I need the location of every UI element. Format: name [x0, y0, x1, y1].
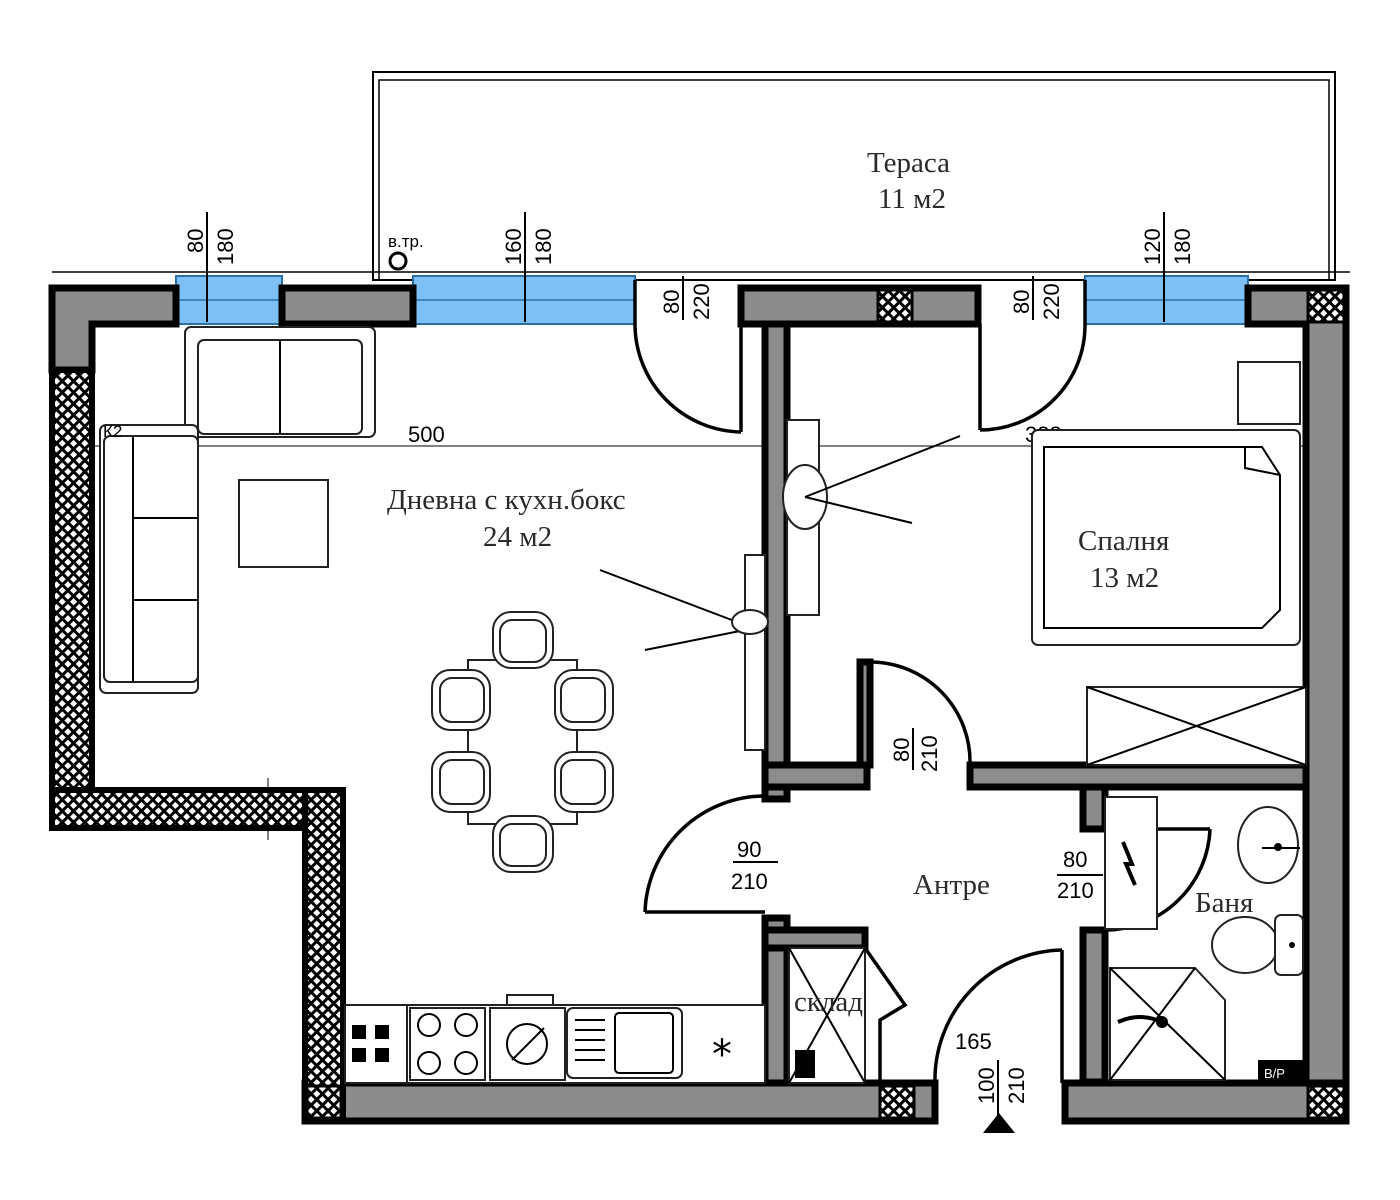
kitchen: * [344, 994, 766, 1084]
sink-icon [566, 1007, 683, 1079]
walls [48, 284, 1350, 1125]
hall-depth-dim: 165 [955, 1029, 992, 1054]
terrace [52, 71, 1350, 281]
terrace-area: 11 м2 [878, 183, 946, 215]
hatched-block-2 [1306, 288, 1346, 324]
door-entrance-height: 210 [1004, 1067, 1029, 1104]
wall-bath-left-bottom [1079, 926, 1109, 1086]
hatched-block-5 [305, 1084, 343, 1120]
door-bath-width: 80 [1063, 847, 1087, 872]
bedroom-door-swing [869, 660, 972, 766]
wall-storage-top [761, 926, 869, 952]
wall-top-left [48, 284, 180, 374]
wall-bottom-right [1061, 1079, 1350, 1125]
door-balcony2-height: 220 [1039, 283, 1064, 320]
storage [788, 947, 866, 1084]
vr-label: В/Р [1264, 1066, 1285, 1081]
wall-top-pier [278, 284, 417, 328]
bedroom-area: 13 м2 [1090, 562, 1159, 594]
nightstand [1237, 361, 1301, 425]
door-bath-height: 210 [1057, 878, 1094, 903]
win3-width: 120 [1140, 228, 1165, 265]
vent-icon [388, 251, 408, 271]
living-area: 24 м2 [483, 521, 552, 553]
door-bedroom-width: 80 [889, 738, 914, 762]
hatched-step-side [302, 787, 346, 1123]
door-balcony1-width: 80 [659, 290, 684, 314]
win1-height: 180 [213, 228, 238, 265]
door-balcony2-width: 80 [1009, 290, 1034, 314]
vtr-label: в.тр. [388, 232, 424, 251]
bath-name: Баня [1195, 887, 1253, 919]
wall-bath-left-top [1079, 783, 1109, 833]
wall-bottom-left [301, 1079, 939, 1125]
win2-height: 180 [531, 228, 556, 265]
entrance-arrow-icon [983, 1113, 1015, 1133]
hatched-block-3 [878, 1084, 916, 1120]
door-living-height: 210 [731, 869, 768, 894]
living-name: Дневна с кухн.бокс [387, 484, 626, 516]
k2-label: К2 [103, 422, 122, 441]
door-bedroom-height: 210 [917, 735, 942, 772]
bedroom-name: Спалня [1078, 525, 1169, 557]
insulated-walls [49, 288, 1346, 1123]
living-width-dim: 500 [408, 422, 445, 447]
win3-height: 180 [1170, 228, 1195, 265]
hatched-block-1 [876, 288, 914, 324]
bedroom-furniture [782, 361, 1307, 766]
toilet-icon [1211, 916, 1279, 974]
door-living-width: 90 [737, 837, 761, 862]
hatched-left-wall [49, 367, 95, 831]
win1-width: 80 [183, 229, 208, 253]
fridge-icon: * [712, 1032, 732, 1078]
living-door-swing [643, 794, 766, 913]
wall-partition [761, 320, 791, 803]
coffee-table [238, 479, 329, 568]
wall-top-middle [737, 284, 982, 328]
wall-bedroom-bottom-left [761, 761, 871, 791]
balcony-door-1-swing [633, 324, 742, 434]
living-furniture [99, 326, 769, 873]
boiler-icon [795, 1050, 815, 1078]
bed [1031, 429, 1301, 646]
terrace-name: Тераса [867, 147, 950, 179]
hall-name: Антре [913, 869, 990, 901]
dining-chairs [431, 611, 614, 873]
tv-cabinet [744, 554, 766, 751]
entrance-door-swing [933, 948, 1063, 1084]
wall-bedroom-bottom-right [966, 761, 1310, 791]
win2-width: 160 [501, 228, 526, 265]
door-balcony1-height: 220 [689, 283, 714, 320]
balcony-door-2-swing [979, 324, 1087, 432]
storage-door [863, 946, 908, 1083]
hatched-step-top [49, 787, 345, 831]
bathroom: В/Р [1104, 796, 1304, 1082]
storage-name: склад [794, 986, 863, 1018]
stove-icon [409, 1007, 486, 1081]
hatched-block-4 [1306, 1084, 1346, 1120]
meter-icon [1121, 841, 1137, 886]
washbasin-icon [1237, 806, 1299, 884]
door-entrance-width: 100 [974, 1067, 999, 1104]
